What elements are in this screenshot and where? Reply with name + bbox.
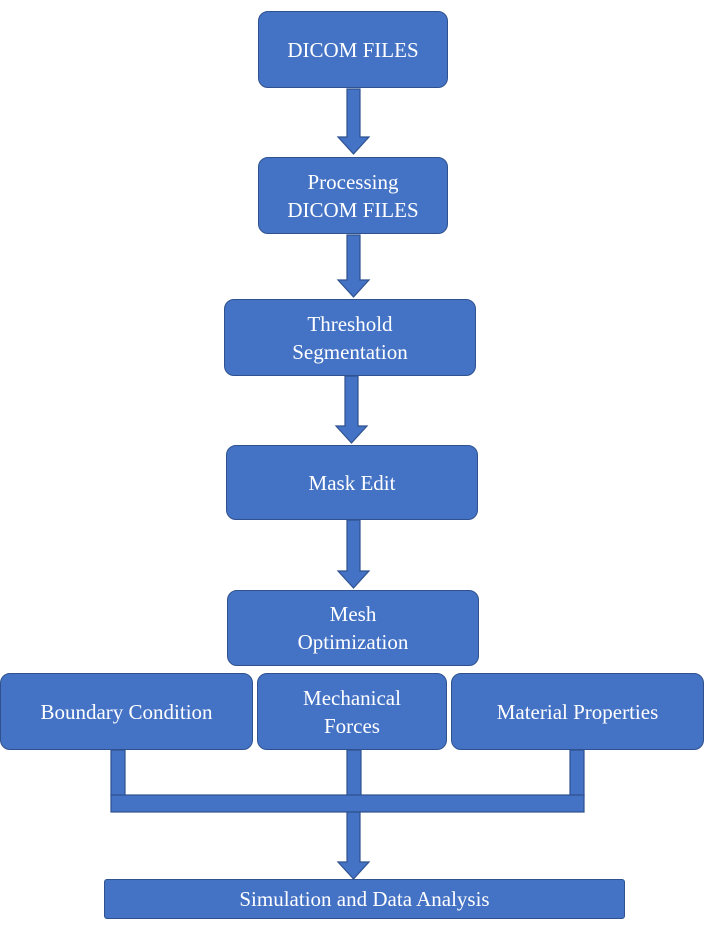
stem-mechanical-forces <box>346 749 362 797</box>
step-threshold-segmentation-label: Threshold Segmentation <box>292 311 408 364</box>
arrow-collector-to-simulation <box>336 811 371 880</box>
step-dicom-files-label: DICOM FILES <box>287 37 419 62</box>
stem-material-properties <box>569 749 585 797</box>
step-simulation-data-analysis: Simulation and Data Analysis <box>104 879 625 919</box>
input-mechanical-forces: Mechanical Forces <box>257 673 447 750</box>
arrow-processing-to-threshold <box>336 234 371 298</box>
step-processing-dicom-files: Processing DICOM FILES <box>258 157 448 234</box>
stem-boundary-condition <box>110 749 126 797</box>
arrow-threshold-to-mask <box>334 375 369 444</box>
input-material-properties-label: Material Properties <box>496 699 659 724</box>
step-mesh-optimization: Mesh Optimization <box>227 590 479 666</box>
input-boundary-condition-label: Boundary Condition <box>40 699 213 724</box>
step-mask-edit-label: Mask Edit <box>308 470 396 495</box>
step-mesh-optimization-label: Mesh Optimization <box>297 602 409 654</box>
step-mask-edit: Mask Edit <box>226 445 478 520</box>
input-mechanical-forces-label: Mechanical Forces <box>303 685 401 738</box>
input-boundary-condition: Boundary Condition <box>0 673 253 750</box>
step-dicom-files: DICOM FILES <box>258 11 448 88</box>
input-material-properties: Material Properties <box>451 673 704 750</box>
step-simulation-data-analysis-label: Simulation and Data Analysis <box>239 887 490 911</box>
arrow-mask-to-mesh <box>336 519 371 589</box>
step-processing-dicom-files-label: Processing DICOM FILES <box>287 169 419 222</box>
step-threshold-segmentation: Threshold Segmentation <box>224 299 476 376</box>
arrow-dicom-to-processing <box>336 88 371 155</box>
collector-bar <box>110 794 585 813</box>
